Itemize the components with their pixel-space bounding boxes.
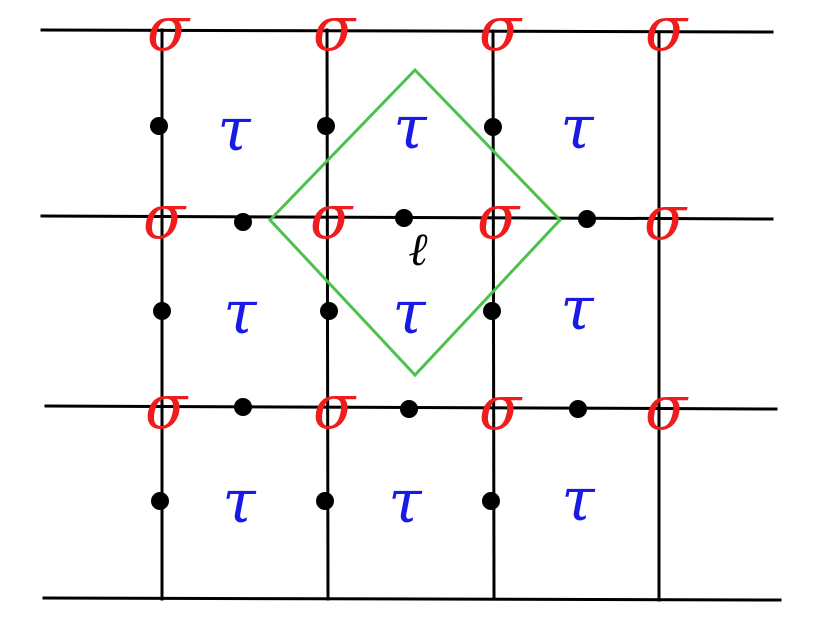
sigma-label: σ — [479, 0, 523, 65]
sigma-label: σ — [644, 181, 688, 254]
horizontal-bond-dot — [395, 209, 413, 227]
sigma-label: σ — [310, 180, 354, 253]
sigma-label: σ — [143, 180, 187, 253]
tau-labels: τ τ τ τ τ τ τ τ τ — [217, 93, 595, 537]
sigma-label: σ — [477, 180, 521, 253]
tau-label: τ — [392, 278, 426, 348]
tau-label: τ — [560, 274, 594, 344]
sigma-labels: σ σ σ σ σ σ σ σ σ σ σ σ — [143, 0, 689, 444]
green-plaquette — [267, 67, 563, 378]
vertical-bond-dots — [150, 117, 502, 510]
vertical-bond-dot — [482, 492, 500, 510]
vertical-bond-dot — [316, 492, 334, 510]
tau-label: τ — [217, 95, 251, 165]
sigma-label: σ — [645, 371, 689, 444]
horizontal-bond-dot — [400, 400, 418, 418]
vertical-bond-dot — [317, 117, 335, 135]
horizontal-bond-dots — [234, 209, 596, 418]
ell-label: ℓ — [408, 222, 428, 276]
tau-label: τ — [223, 278, 257, 348]
horizontal-bond-dot — [578, 210, 596, 228]
vertical-bond-dot — [320, 302, 338, 320]
vertical-bond-dot — [150, 117, 168, 135]
tau-label: τ — [222, 467, 256, 537]
horizontal-bond-dot — [234, 213, 252, 231]
horizontal-bond-dot — [569, 400, 587, 418]
sigma-label: σ — [313, 370, 357, 443]
sigma-label: σ — [147, 0, 191, 65]
horizontal-bond-dot — [234, 398, 252, 416]
vertical-bond-dot — [153, 302, 171, 320]
tau-label: τ — [560, 93, 594, 163]
horizontal-line-4 — [42, 596, 782, 602]
tau-label: τ — [388, 467, 422, 537]
sigma-label: σ — [145, 370, 189, 443]
tau-label: τ — [393, 93, 427, 163]
vertical-bond-dot — [151, 492, 169, 510]
tau-label: τ — [561, 465, 595, 535]
vertical-bond-dot — [484, 118, 502, 136]
sigma-label: σ — [313, 0, 357, 65]
sigma-label: σ — [479, 371, 523, 444]
sigma-label: σ — [645, 0, 689, 65]
horizontal-line-1 — [40, 28, 774, 34]
vertical-bond-dot — [483, 302, 501, 320]
